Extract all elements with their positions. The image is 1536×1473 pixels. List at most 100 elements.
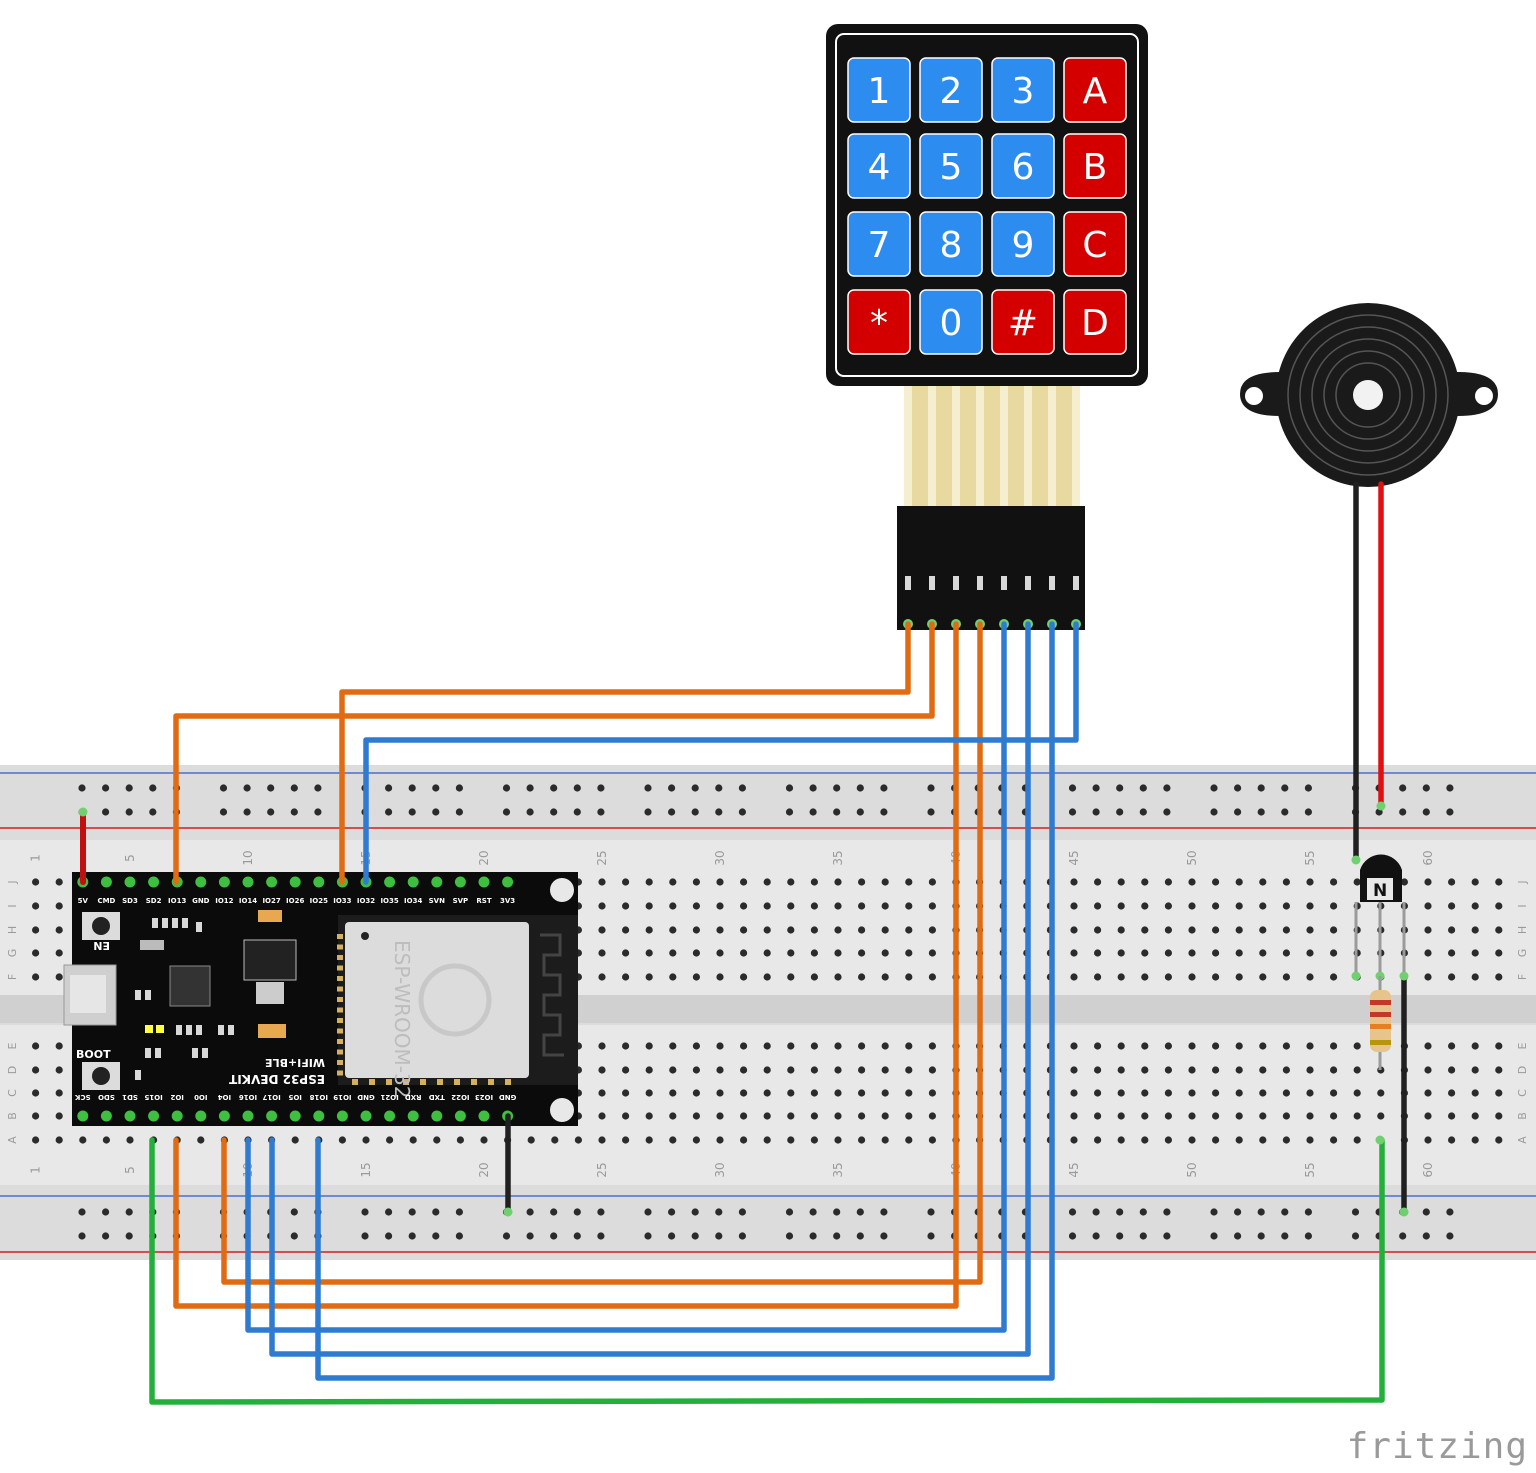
column-number: 50 <box>1185 1162 1199 1177</box>
esp32-pin-label-top: IO13 <box>168 897 186 905</box>
column-number: 55 <box>1303 850 1317 865</box>
column-number: 30 <box>713 1162 727 1177</box>
row-label: G <box>6 949 19 958</box>
esp32-devkit: ESP-WROOM-32 EN BOOT WIFI+BLE <box>63 872 578 1126</box>
esp32-pin-label-bottom: SDO <box>98 1093 115 1101</box>
esp32-pin-label-top: SD3 <box>122 897 138 905</box>
keypad-key-label: 0 <box>940 303 963 344</box>
column-number: 20 <box>477 1162 491 1177</box>
column-number: 25 <box>595 1162 609 1177</box>
wroom-pin1-dot <box>361 932 369 940</box>
en-button[interactable] <box>92 917 110 935</box>
usb-uart-chip <box>169 965 211 1007</box>
row-label: J <box>1516 880 1529 884</box>
row-label: A <box>1516 1136 1529 1144</box>
esp32-pin-label-top: IO14 <box>239 897 257 905</box>
column-number: 45 <box>1067 850 1081 865</box>
regulator-tab <box>256 982 284 1004</box>
wire-keypad-c3-io18 <box>315 621 1055 1381</box>
keypad-key[interactable]: # <box>991 289 1055 355</box>
keypad-key[interactable]: A <box>1063 57 1127 123</box>
resistor-band-1 <box>1370 1000 1391 1005</box>
keypad-key[interactable]: 9 <box>991 211 1055 277</box>
led-yellow-2 <box>156 1025 164 1033</box>
row-label: H <box>6 926 19 934</box>
esp32-pin-label-top: IO33 <box>333 897 351 905</box>
keypad-key[interactable]: 8 <box>919 211 983 277</box>
row-label: E <box>1516 1042 1529 1049</box>
row-label: H <box>1516 926 1529 934</box>
column-number: 35 <box>831 850 845 865</box>
esp32-pin-label-top: IO12 <box>215 897 233 905</box>
column-number: 50 <box>1185 850 1199 865</box>
buzzer-mount-hole-right <box>1475 387 1493 405</box>
wire-io15-resistor <box>149 1137 1385 1405</box>
row-label: C <box>1516 1089 1529 1097</box>
esp32-pin-label-bottom: IO18 <box>310 1093 328 1101</box>
esp32-pin-label-bottom: GND <box>357 1093 375 1101</box>
resistor-band-tolerance <box>1370 1040 1391 1045</box>
column-number: 25 <box>595 850 609 865</box>
voltage-regulator <box>243 939 297 981</box>
esp32-pin-label-top: SD2 <box>146 897 162 905</box>
keypad-key[interactable]: 5 <box>919 133 983 199</box>
boot-button[interactable] <box>92 1067 110 1085</box>
esp32-pin-label-bottom: RXD <box>405 1093 422 1101</box>
esp32-pin-label-top: GND <box>192 897 210 905</box>
breadboard: 1155101015152020252530303535404045455050… <box>0 765 1536 1260</box>
row-label: E <box>6 1042 19 1049</box>
esp32-pin-label-bottom: IO21 <box>380 1093 398 1101</box>
smd-component <box>140 940 164 950</box>
keypad-key[interactable]: 4 <box>847 133 911 199</box>
keypad-key[interactable]: 2 <box>919 57 983 123</box>
keypad-key[interactable]: 0 <box>919 289 983 355</box>
esp32-pin-label-bottom: SD1 <box>122 1093 138 1101</box>
esp32-pin-label-top: IO35 <box>380 897 398 905</box>
keypad-key[interactable]: C <box>1063 211 1127 277</box>
fritzing-logo: fritzing <box>1346 1426 1528 1467</box>
esp32-pin-label-bottom: IO16 <box>239 1093 257 1101</box>
keypad-key[interactable]: 3 <box>991 57 1055 123</box>
capacitor-tan-top <box>258 910 282 922</box>
keypad-key[interactable]: * <box>847 289 911 355</box>
keypad-header-connector <box>897 506 1085 630</box>
board-label-devkit: ESP32 DEVKIT <box>228 1072 325 1086</box>
esp32-pin-label-bottom: IO22 <box>451 1093 469 1101</box>
esp32-pin-label-bottom: IO0 <box>194 1093 208 1101</box>
keypad-key-label: B <box>1083 147 1108 188</box>
keypad-key[interactable]: D <box>1063 289 1127 355</box>
buzzer-mount-hole-left <box>1245 387 1263 405</box>
keypad-key-label: A <box>1083 71 1108 112</box>
boot-button-label: BOOT <box>76 1048 111 1061</box>
keypad-key-label: # <box>1008 303 1038 344</box>
keypad-key-label: 6 <box>1012 147 1035 188</box>
piezo-buzzer <box>1240 303 1498 487</box>
row-label: B <box>6 1112 19 1120</box>
keypad-key-label: 3 <box>1012 71 1035 112</box>
npn-transistor: N <box>1354 854 1406 972</box>
column-number: 35 <box>831 1162 845 1177</box>
esp32-pin-label-top: CMD <box>97 897 115 905</box>
transistor-label-box <box>1367 878 1393 900</box>
keypad-border <box>835 33 1139 377</box>
row-label: I <box>6 904 19 907</box>
esp32-pin-label-top: 5V <box>78 897 89 905</box>
wire-keypad-r4-io4 <box>221 621 983 1285</box>
keypad-key[interactable]: 6 <box>991 133 1055 199</box>
board-label-wifi-ble: WIFI+BLE <box>265 1056 325 1069</box>
keypad-key[interactable]: 1 <box>847 57 911 123</box>
esp32-mount-hole-top <box>550 878 574 902</box>
keypad-key[interactable]: B <box>1063 133 1127 199</box>
keypad-key-label: 9 <box>1012 225 1035 266</box>
row-label: D <box>6 1066 19 1074</box>
micro-usb-inner <box>70 975 106 1013</box>
capacitor-tan <box>258 1024 286 1038</box>
esp32-pin-label-top: IO27 <box>262 897 280 905</box>
keypad-key-label: 2 <box>940 71 963 112</box>
resistor-body <box>1370 990 1391 1052</box>
buzzer-rings <box>1287 314 1449 476</box>
espressif-logo-icon <box>418 963 492 1037</box>
keypad-key[interactable]: 7 <box>847 211 911 277</box>
